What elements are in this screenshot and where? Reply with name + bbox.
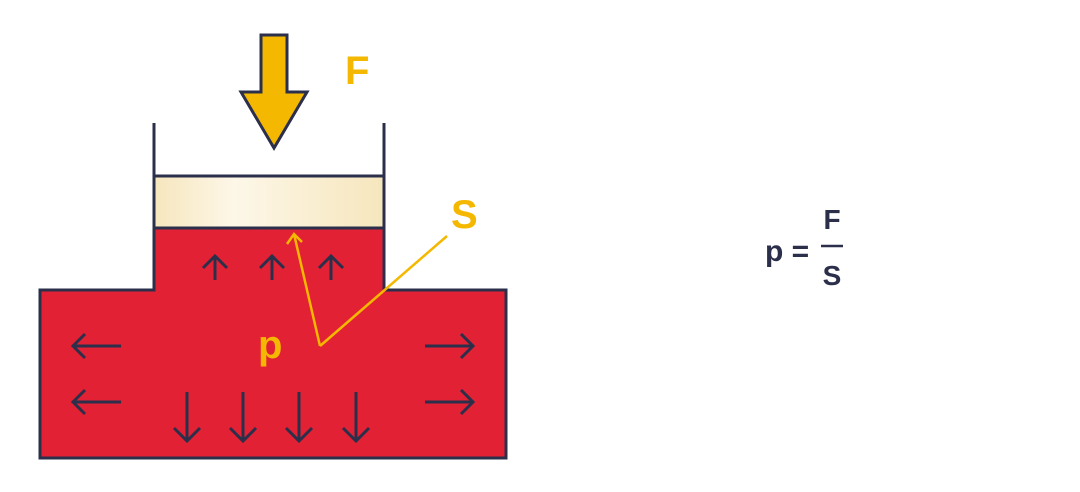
pointer-to-area bbox=[319, 235, 448, 347]
area-label: S bbox=[451, 193, 478, 237]
pointer-arrowhead bbox=[285, 232, 303, 245]
pressure-label: p bbox=[258, 323, 282, 367]
annotation-lines bbox=[285, 232, 448, 347]
formula-lhs: p = bbox=[765, 235, 809, 268]
piston bbox=[152, 174, 386, 230]
arrow-down-icon bbox=[172, 392, 202, 444]
pressure-formula: p = F S bbox=[765, 204, 843, 291]
arrow-down-icon bbox=[341, 392, 371, 444]
arrow-up-icon bbox=[258, 253, 286, 280]
pressure-up-arrows bbox=[201, 253, 345, 280]
arrow-up-icon bbox=[317, 253, 345, 280]
formula-numerator: F bbox=[823, 204, 840, 235]
force-label: F bbox=[345, 49, 369, 93]
pointer-to-piston bbox=[292, 233, 322, 347]
force-arrow-icon bbox=[238, 33, 310, 151]
arrow-left-icon bbox=[70, 388, 121, 416]
pressure-left-arrows bbox=[70, 332, 121, 416]
formula-denominator: S bbox=[823, 260, 842, 291]
arrow-left-icon bbox=[70, 332, 121, 360]
arrow-right-icon bbox=[425, 332, 476, 360]
arrow-up-icon bbox=[201, 253, 229, 280]
pressure-right-arrows bbox=[425, 332, 476, 416]
arrow-right-icon bbox=[425, 388, 476, 416]
pressure-down-arrows bbox=[172, 392, 371, 444]
arrow-down-icon bbox=[228, 392, 258, 444]
arrow-down-icon bbox=[284, 392, 314, 444]
